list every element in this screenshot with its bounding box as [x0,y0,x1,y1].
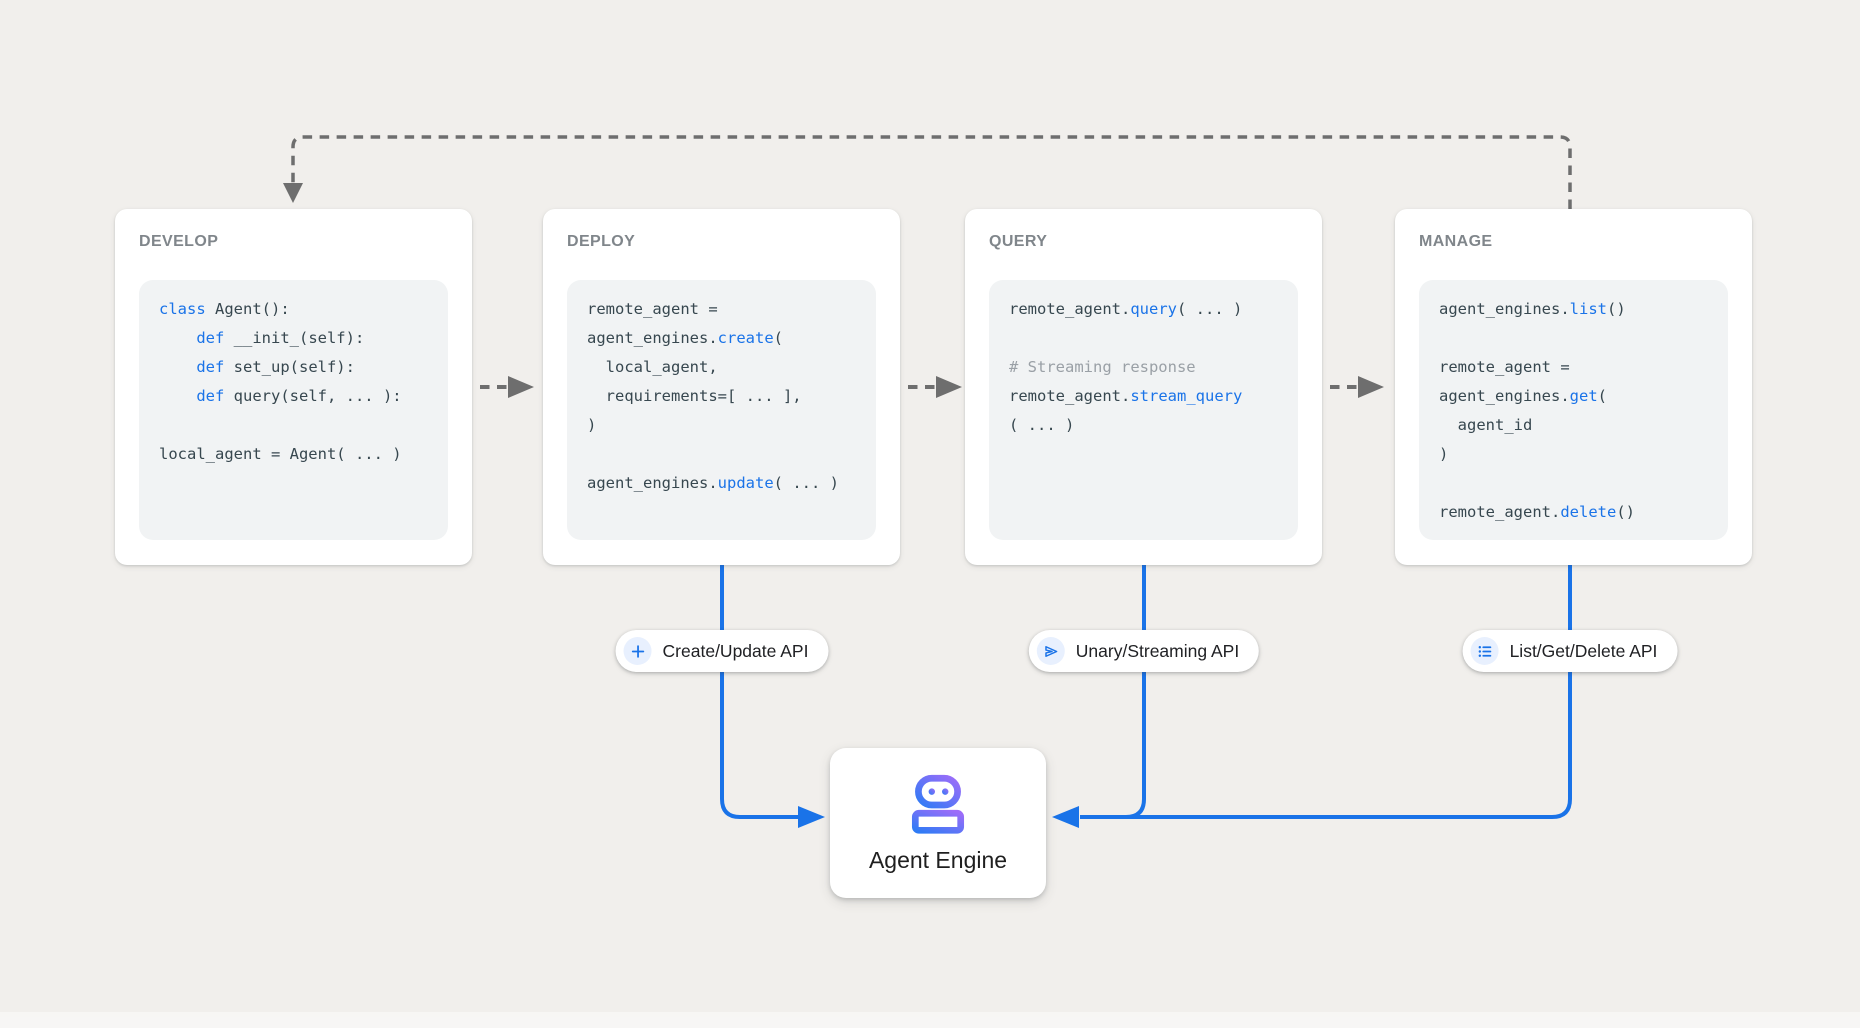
code-line: agent_engines.list() [1439,300,1626,318]
send-icon [1036,637,1065,665]
deploy-engine-blue-line [720,565,798,819]
badge-create-update-api: Create/Update API [615,630,829,672]
deploy-engine-arrowhead-icon [798,806,825,828]
badge-label: List/Get/Delete API [1509,640,1658,661]
bottom-strip [0,1012,1860,1028]
code-block-manage: agent_engines.list() remote_agent = agent… [1419,280,1728,540]
code-line: agent_engines.update( ... ) [587,474,839,492]
code-line: def __init_(self): [196,329,365,347]
engine-left-arrowhead-icon [1052,806,1079,828]
code-line [587,440,856,469]
card-query: QUERY remote_agent.query( ... ) # Stream… [965,209,1322,565]
card-title: DEPLOY [567,233,636,250]
code-line: class Agent(): [159,300,290,318]
code-line: def query(self, ... ): [196,387,402,405]
code-line: agent_engines.create( [587,329,783,347]
code-line: local_agent, [587,358,718,376]
code-line: remote_agent.query( ... ) [1009,300,1243,318]
loop-arrowhead-icon [283,183,303,203]
code-block-develop: class Agent(): def __init_(self): def se… [139,280,448,540]
manage-engine-blue-line [1080,565,1572,819]
plus-icon [623,637,652,665]
code-line [1009,324,1278,353]
code-line: ) [1439,445,1449,463]
query-manage-arrowhead-icon [1358,376,1384,398]
code-line: requirements=[ ... ], [587,387,802,405]
code-line: remote_agent.stream_query [1009,387,1243,405]
code-line: remote_agent = [1439,358,1570,376]
agent-engine-node: Agent Engine [830,748,1046,898]
code-line: remote_agent = [587,300,718,318]
code-line [1439,324,1708,353]
card-title: DEVELOP [139,233,219,250]
badge-label: Create/Update API [662,640,809,661]
robot-icon [905,773,971,835]
card-manage: MANAGE agent_engines.list() remote_agent… [1395,209,1752,565]
code-line: agent_engines.get( [1439,387,1607,405]
code-line: remote_agent.delete() [1439,503,1635,521]
card-title: QUERY [989,233,1048,250]
card-title: MANAGE [1419,233,1493,250]
engine-label: Agent Engine [868,846,1008,873]
list-icon [1470,637,1499,665]
code-line: ) [587,416,597,434]
badge-unary-streaming-api: Unary/Streaming API [1028,630,1260,672]
code-line [1439,469,1708,498]
loop-dashed-line [291,135,1572,209]
code-line: ( ... ) [1009,416,1075,434]
badge-list-get-delete-api: List/Get/Delete API [1462,630,1678,672]
card-develop: DEVELOP class Agent(): def __init_(self)… [115,209,472,565]
code-block-deploy: remote_agent = agent_engines.create( loca… [567,280,876,540]
card-deploy: DEPLOY remote_agent = agent_engines.creat… [543,209,900,565]
code-line: # Streaming response [1009,358,1196,376]
deploy-query-arrowhead-icon [936,376,962,398]
code-line: agent_id [1439,416,1533,434]
code-line: local_agent = Agent( ... ) [159,445,402,463]
badge-label: Unary/Streaming API [1075,640,1240,661]
code-line [159,411,428,440]
develop-deploy-arrowhead-icon [508,376,534,398]
code-block-query: remote_agent.query( ... ) # Streaming re… [989,280,1298,540]
code-line: def set_up(self): [196,358,355,376]
query-engine-blue-line [1125,565,1146,819]
